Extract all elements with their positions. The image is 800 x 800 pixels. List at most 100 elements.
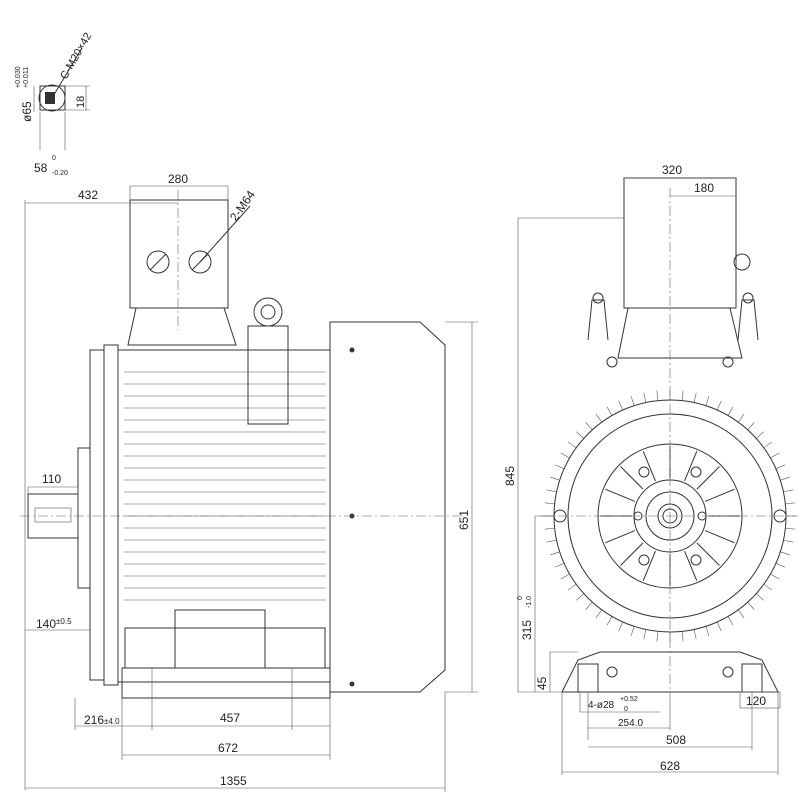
holes-tol-lower: 0 — [624, 706, 628, 713]
shaft-length-label: 110 — [42, 472, 61, 486]
front-fin — [618, 621, 624, 632]
total-width-label: 628 — [660, 759, 680, 773]
shield-rib — [684, 451, 698, 482]
front-fin — [585, 422, 593, 430]
front-view: 320 180 845 315 0 -1.0 45 4-ø28 +0.52 0 … — [503, 163, 798, 775]
half-foot-spacing-label: 254.0 — [618, 718, 643, 729]
front-fin — [550, 551, 560, 556]
front-fin — [705, 396, 710, 406]
front-fin — [693, 629, 697, 640]
front-box-half-label: 180 — [694, 181, 714, 195]
front-fin — [716, 400, 722, 411]
front-fin — [747, 422, 755, 430]
front-fin — [737, 609, 745, 619]
thread-leader — [51, 47, 83, 99]
front-fin — [763, 441, 773, 449]
cable-entry-leader — [199, 205, 251, 263]
foot-height-label: 45 — [535, 676, 549, 690]
front-fin — [630, 396, 635, 406]
cooling-fins — [124, 371, 326, 601]
front-fin — [783, 489, 794, 493]
front-fin — [544, 527, 555, 530]
shaft-height-label: 140 — [36, 617, 56, 631]
front-fin — [727, 616, 734, 626]
center-height-label: 315 — [520, 620, 534, 640]
front-fin — [546, 539, 557, 543]
shield-rib — [696, 466, 720, 490]
front-total-height-label: 845 — [503, 466, 517, 486]
front-fin — [576, 593, 584, 601]
front-fin — [567, 583, 577, 591]
front-fin — [656, 631, 659, 642]
front-lug-left — [587, 299, 609, 341]
front-fin — [544, 502, 555, 505]
front-fin — [595, 413, 603, 423]
front-fin — [785, 527, 796, 530]
front-fin — [618, 400, 624, 411]
holes-label: 4-ø28 — [588, 700, 615, 711]
front-fin — [550, 476, 560, 481]
front-fin — [756, 593, 764, 601]
front-fin — [681, 390, 684, 401]
shaft-diameter-tol-upper: +0.030 — [15, 66, 22, 88]
front-fin — [560, 452, 570, 459]
foot-spacing-label-front: 508 — [666, 733, 686, 747]
front-fin — [727, 406, 734, 416]
holes-tol-upper: +0.52 — [620, 696, 638, 703]
front-fin — [643, 629, 647, 640]
shield-rib — [684, 550, 698, 581]
front-fin — [595, 609, 603, 619]
shaft-key — [34, 507, 72, 523]
front-fin — [656, 390, 659, 401]
front-fin — [554, 562, 565, 568]
cable-entries-label: 2-M64 — [227, 188, 258, 224]
shield-rib — [642, 550, 656, 581]
front-fin — [775, 464, 786, 470]
base-offset-label: 216 — [84, 713, 104, 727]
front-fin — [705, 626, 710, 636]
shaft-diameter-tol-lower: +0.011 — [23, 67, 30, 88]
front-fin — [785, 502, 796, 505]
front-fin — [606, 406, 613, 416]
base-plate — [121, 667, 331, 699]
shield-rib — [620, 542, 644, 566]
shield-rib — [642, 451, 656, 482]
front-fin — [747, 602, 755, 610]
terminal-box-base — [127, 307, 237, 346]
thread-label: C-M20×42 — [58, 31, 94, 82]
fan-cowl — [329, 321, 446, 693]
total-height-label: 651 — [457, 510, 471, 530]
front-fin — [763, 583, 773, 591]
lifting-eye — [247, 297, 289, 425]
front-fin — [576, 431, 584, 439]
foot-block — [124, 627, 326, 669]
box-offset-label: 432 — [78, 188, 98, 202]
key-width-label: 18 — [75, 96, 87, 108]
front-fin — [567, 441, 577, 449]
front-fin — [770, 452, 780, 459]
front-terminal-box — [623, 177, 737, 309]
front-fin — [606, 616, 613, 626]
total-length-label: 1355 — [220, 774, 247, 788]
foot-width-label: 120 — [746, 694, 766, 708]
shield-rib — [696, 542, 720, 566]
depth-label: 58 — [34, 161, 48, 175]
shield-rib — [704, 488, 735, 502]
front-fin — [630, 626, 635, 636]
depth-tol-lower: -0.20 — [52, 170, 68, 177]
terminal-box-width-label: 280 — [168, 172, 188, 186]
shield-rib — [605, 530, 636, 544]
front-fin — [693, 392, 697, 403]
front-fin — [783, 539, 794, 543]
shield-rib — [620, 466, 644, 490]
shield-rib — [605, 488, 636, 502]
front-box-width-label: 320 — [662, 163, 682, 177]
front-fin — [780, 551, 790, 556]
center-height-tol-upper: 0 — [517, 596, 524, 600]
front-fin — [770, 573, 780, 580]
front-lug-right — [737, 299, 759, 341]
front-fin — [780, 476, 790, 481]
base-offset-tol: ±4.0 — [104, 717, 120, 726]
foot-spacing-label: 457 — [220, 711, 240, 725]
